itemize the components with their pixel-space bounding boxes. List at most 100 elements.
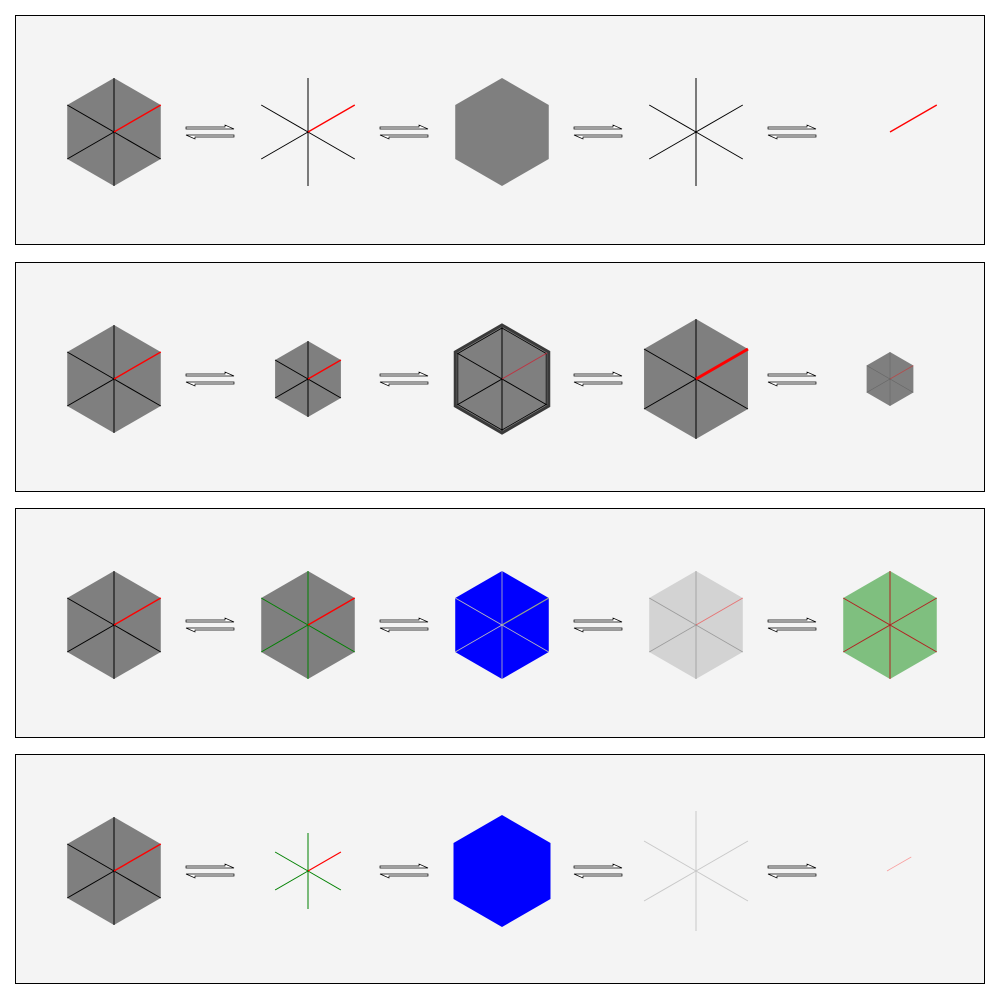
- spoke-line: [260, 624, 309, 653]
- red-spoke-line: [889, 104, 938, 133]
- arrow-forward: [767, 124, 817, 130]
- diagram-faint-red-spoke: [886, 856, 912, 872]
- spoke-line: [889, 624, 938, 653]
- spoke-line: [501, 624, 549, 653]
- spoke-line: [456, 352, 503, 380]
- arrow-backward: [379, 627, 429, 633]
- spoke-line: [66, 624, 115, 653]
- equilibrium-arrow-icon: [573, 617, 623, 633]
- arrow-backward: [767, 134, 817, 140]
- spoke-line: [455, 597, 503, 626]
- row-2-drawing: [66, 319, 914, 439]
- spoke-line: [66, 843, 115, 872]
- arrow-forward: [185, 371, 235, 377]
- arrow-backward: [379, 381, 429, 387]
- red-spoke-line: [113, 104, 162, 133]
- diagram-green-red: [842, 571, 938, 679]
- spoke-line: [274, 378, 309, 399]
- spoke-line: [307, 870, 342, 891]
- spoke-line: [113, 378, 162, 407]
- spoke-line: [307, 624, 356, 653]
- arrow-forward: [185, 617, 235, 623]
- arrow-backward: [379, 873, 429, 879]
- panel-row-4: [15, 754, 985, 984]
- red-spoke-line: [886, 856, 912, 872]
- spoke-line: [455, 624, 503, 653]
- red-spoke-line: [695, 347, 749, 381]
- spoke-line: [260, 597, 309, 626]
- diagram-outlined-hexagon: [453, 323, 551, 435]
- equilibrium-arrow-icon: [573, 124, 623, 140]
- spoke-line: [456, 378, 503, 406]
- spoke-line: [695, 378, 749, 410]
- equilibrium-arrow-icon: [767, 371, 817, 387]
- equilibrium-arrow-icon: [767, 124, 817, 140]
- red-spoke-line: [307, 851, 342, 872]
- spoke-line: [649, 624, 697, 653]
- equilibrium-arrow-icon: [767, 863, 817, 879]
- spoke-line: [695, 624, 743, 653]
- spoke-line: [274, 870, 309, 891]
- arrow-backward: [573, 134, 623, 140]
- arrow-backward: [379, 134, 429, 140]
- red-spoke-line: [501, 597, 550, 626]
- diagram-blue-hexagon: [453, 815, 551, 927]
- red-spoke-line: [695, 597, 744, 626]
- equilibrium-arrow-icon: [185, 863, 235, 879]
- spoke-line: [649, 597, 697, 626]
- spoke-line: [66, 131, 115, 160]
- diagram-faded-tiny-hexagon: [866, 352, 914, 406]
- spoke-line: [113, 131, 162, 160]
- arrow-backward: [767, 873, 817, 879]
- spoke-line: [66, 104, 115, 133]
- spoke-line: [260, 104, 309, 133]
- red-spoke-line: [113, 843, 162, 872]
- equilibrium-arrow-icon: [185, 371, 235, 387]
- red-spoke-line: [501, 352, 548, 380]
- arrow-forward: [767, 371, 817, 377]
- diagram-full-hexagon: [66, 817, 162, 925]
- arrow-backward: [573, 381, 623, 387]
- spoke-line: [866, 365, 891, 380]
- row-4-drawing: [66, 811, 912, 931]
- diagram-light-gray: [649, 571, 744, 679]
- arrow-forward: [573, 617, 623, 623]
- arrow-forward: [573, 863, 623, 869]
- spoke-line: [643, 378, 697, 410]
- spoke-line: [842, 624, 891, 653]
- arrow-backward: [767, 627, 817, 633]
- spoke-line: [501, 378, 548, 406]
- arrow-backward: [573, 627, 623, 633]
- diagram-large-hexagon: [643, 319, 749, 439]
- equilibrium-arrow-icon: [185, 617, 235, 633]
- arrow-forward: [767, 617, 817, 623]
- arrow-backward: [185, 134, 235, 140]
- arrow-backward: [185, 381, 235, 387]
- spoke-line: [643, 348, 697, 380]
- arrow-forward: [379, 617, 429, 623]
- arrow-backward: [573, 873, 623, 879]
- spoke-line: [274, 851, 309, 872]
- spoke-line: [113, 624, 162, 653]
- red-spoke-line: [113, 351, 162, 380]
- hexagon-shape: [453, 815, 551, 927]
- diagram-red-spoke-only: [889, 104, 938, 133]
- red-spoke-line: [307, 359, 342, 380]
- panel-row-1: [15, 15, 985, 245]
- spoke-line: [643, 840, 697, 872]
- equilibrium-arrow-icon: [379, 617, 429, 633]
- spoke-line: [648, 104, 697, 133]
- spoke-line: [842, 597, 891, 626]
- spoke-line: [695, 840, 749, 872]
- diagram-spokes-only: [260, 78, 356, 186]
- arrow-forward: [185, 863, 235, 869]
- spoke-line: [66, 351, 115, 380]
- arrow-forward: [379, 371, 429, 377]
- diagram-full-hexagon: [66, 325, 162, 433]
- row-1-drawing: [66, 78, 938, 186]
- spoke-line: [866, 378, 891, 393]
- diagram-hexagon-only: [455, 78, 549, 186]
- equilibrium-arrow-icon: [379, 371, 429, 387]
- red-spoke-line: [113, 597, 162, 626]
- spoke-line: [648, 131, 697, 160]
